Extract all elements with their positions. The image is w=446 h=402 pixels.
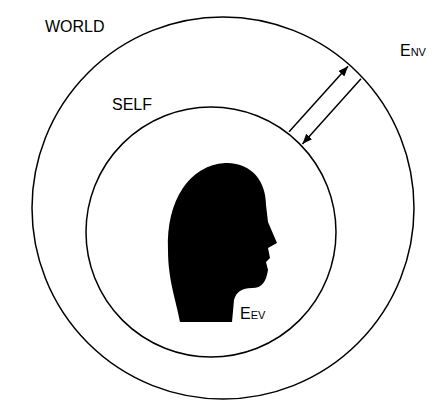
arrow-line (302, 79, 361, 144)
arrow-line (289, 66, 348, 132)
circle-border (86, 107, 336, 357)
region-label: SELF (112, 96, 152, 114)
head-silhouette (168, 163, 277, 322)
energy-label: EEV (240, 305, 265, 323)
circle-outline (85, 106, 337, 358)
circle-region: SELF (85, 106, 337, 358)
circle-border (32, 17, 414, 399)
circle-region: WORLD SELF (31, 16, 415, 400)
region-label: WORLD (45, 18, 105, 36)
energy-label: ENV (400, 42, 426, 60)
